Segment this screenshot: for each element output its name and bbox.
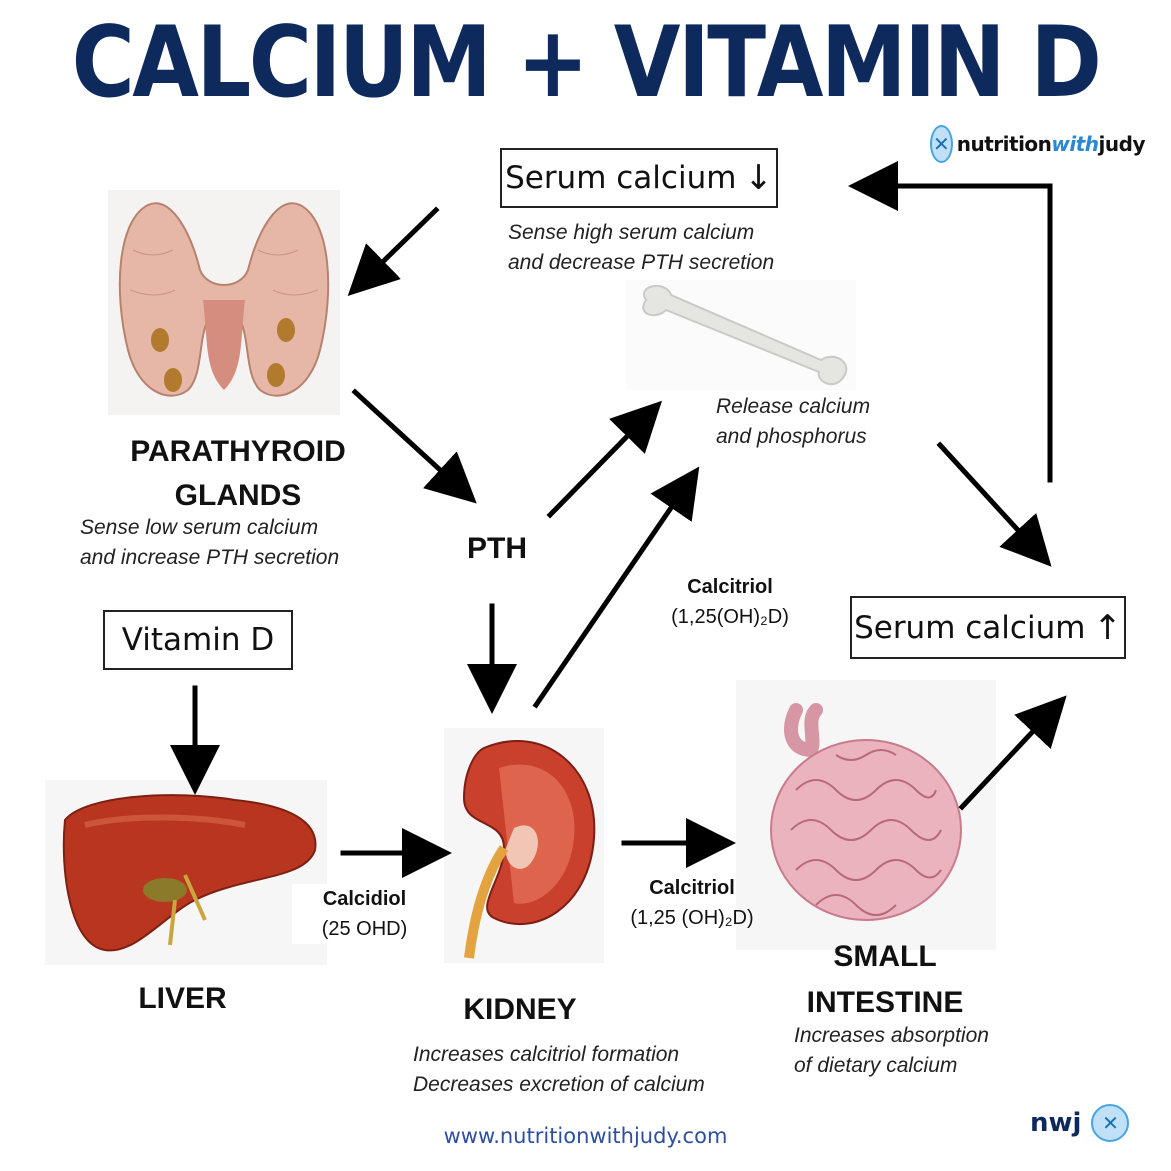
calcidiol-label: Calcidiol(25 OHD)	[292, 884, 437, 944]
arrow-parathyroid-to-pth	[351, 388, 477, 504]
arrow-intestine-to-serum-high	[958, 695, 1067, 811]
arrow-bone-to-serum-high	[936, 441, 1052, 567]
down-arrow-icon: ↓	[744, 158, 773, 198]
arrow-serum-low-to-parathyroid	[347, 206, 440, 296]
liver-label: LIVER	[138, 982, 227, 1015]
website-url: www.nutritionwithjudy.com	[443, 1124, 728, 1148]
page-title: CALCIUM + VITAMIN D	[71, 6, 1102, 120]
nwj-mark: nwj ✕	[1030, 1104, 1130, 1142]
kidney-image	[444, 728, 604, 963]
brand-logo: ✕ nutritionwithjudy	[930, 124, 1146, 164]
serum-calcium-high-box: Serum calcium↑	[850, 596, 1126, 659]
up-arrow-icon: ↑	[1093, 607, 1122, 648]
parathyroid-glands-image	[108, 190, 340, 415]
fork-spoon-icon: ✕	[1091, 1104, 1130, 1142]
kidney-label: KIDNEY	[463, 993, 577, 1026]
serum-calcium-low-box: Serum calcium↓	[500, 148, 778, 208]
arrow-serum-high-to-serum-low	[848, 161, 1053, 483]
calcitriol-top-label: Calcitriol(1,25(OH)₂D)	[671, 576, 789, 628]
small-intestine-image	[736, 680, 996, 950]
arrow-kidney-to-bone	[532, 466, 700, 709]
liver-image	[45, 780, 327, 965]
vitamin-d-box: Vitamin D	[103, 610, 293, 670]
arrow-pth-to-bone	[546, 400, 662, 519]
fork-spoon-icon: ✕	[930, 125, 953, 163]
pth-label: PTH	[467, 532, 527, 565]
bone-image	[626, 280, 856, 390]
calcitriol-bottom-label: Calcitriol(1,25 (OH)₂D)	[630, 877, 754, 929]
brand-logo-text: nutritionwithjudy	[956, 132, 1146, 156]
